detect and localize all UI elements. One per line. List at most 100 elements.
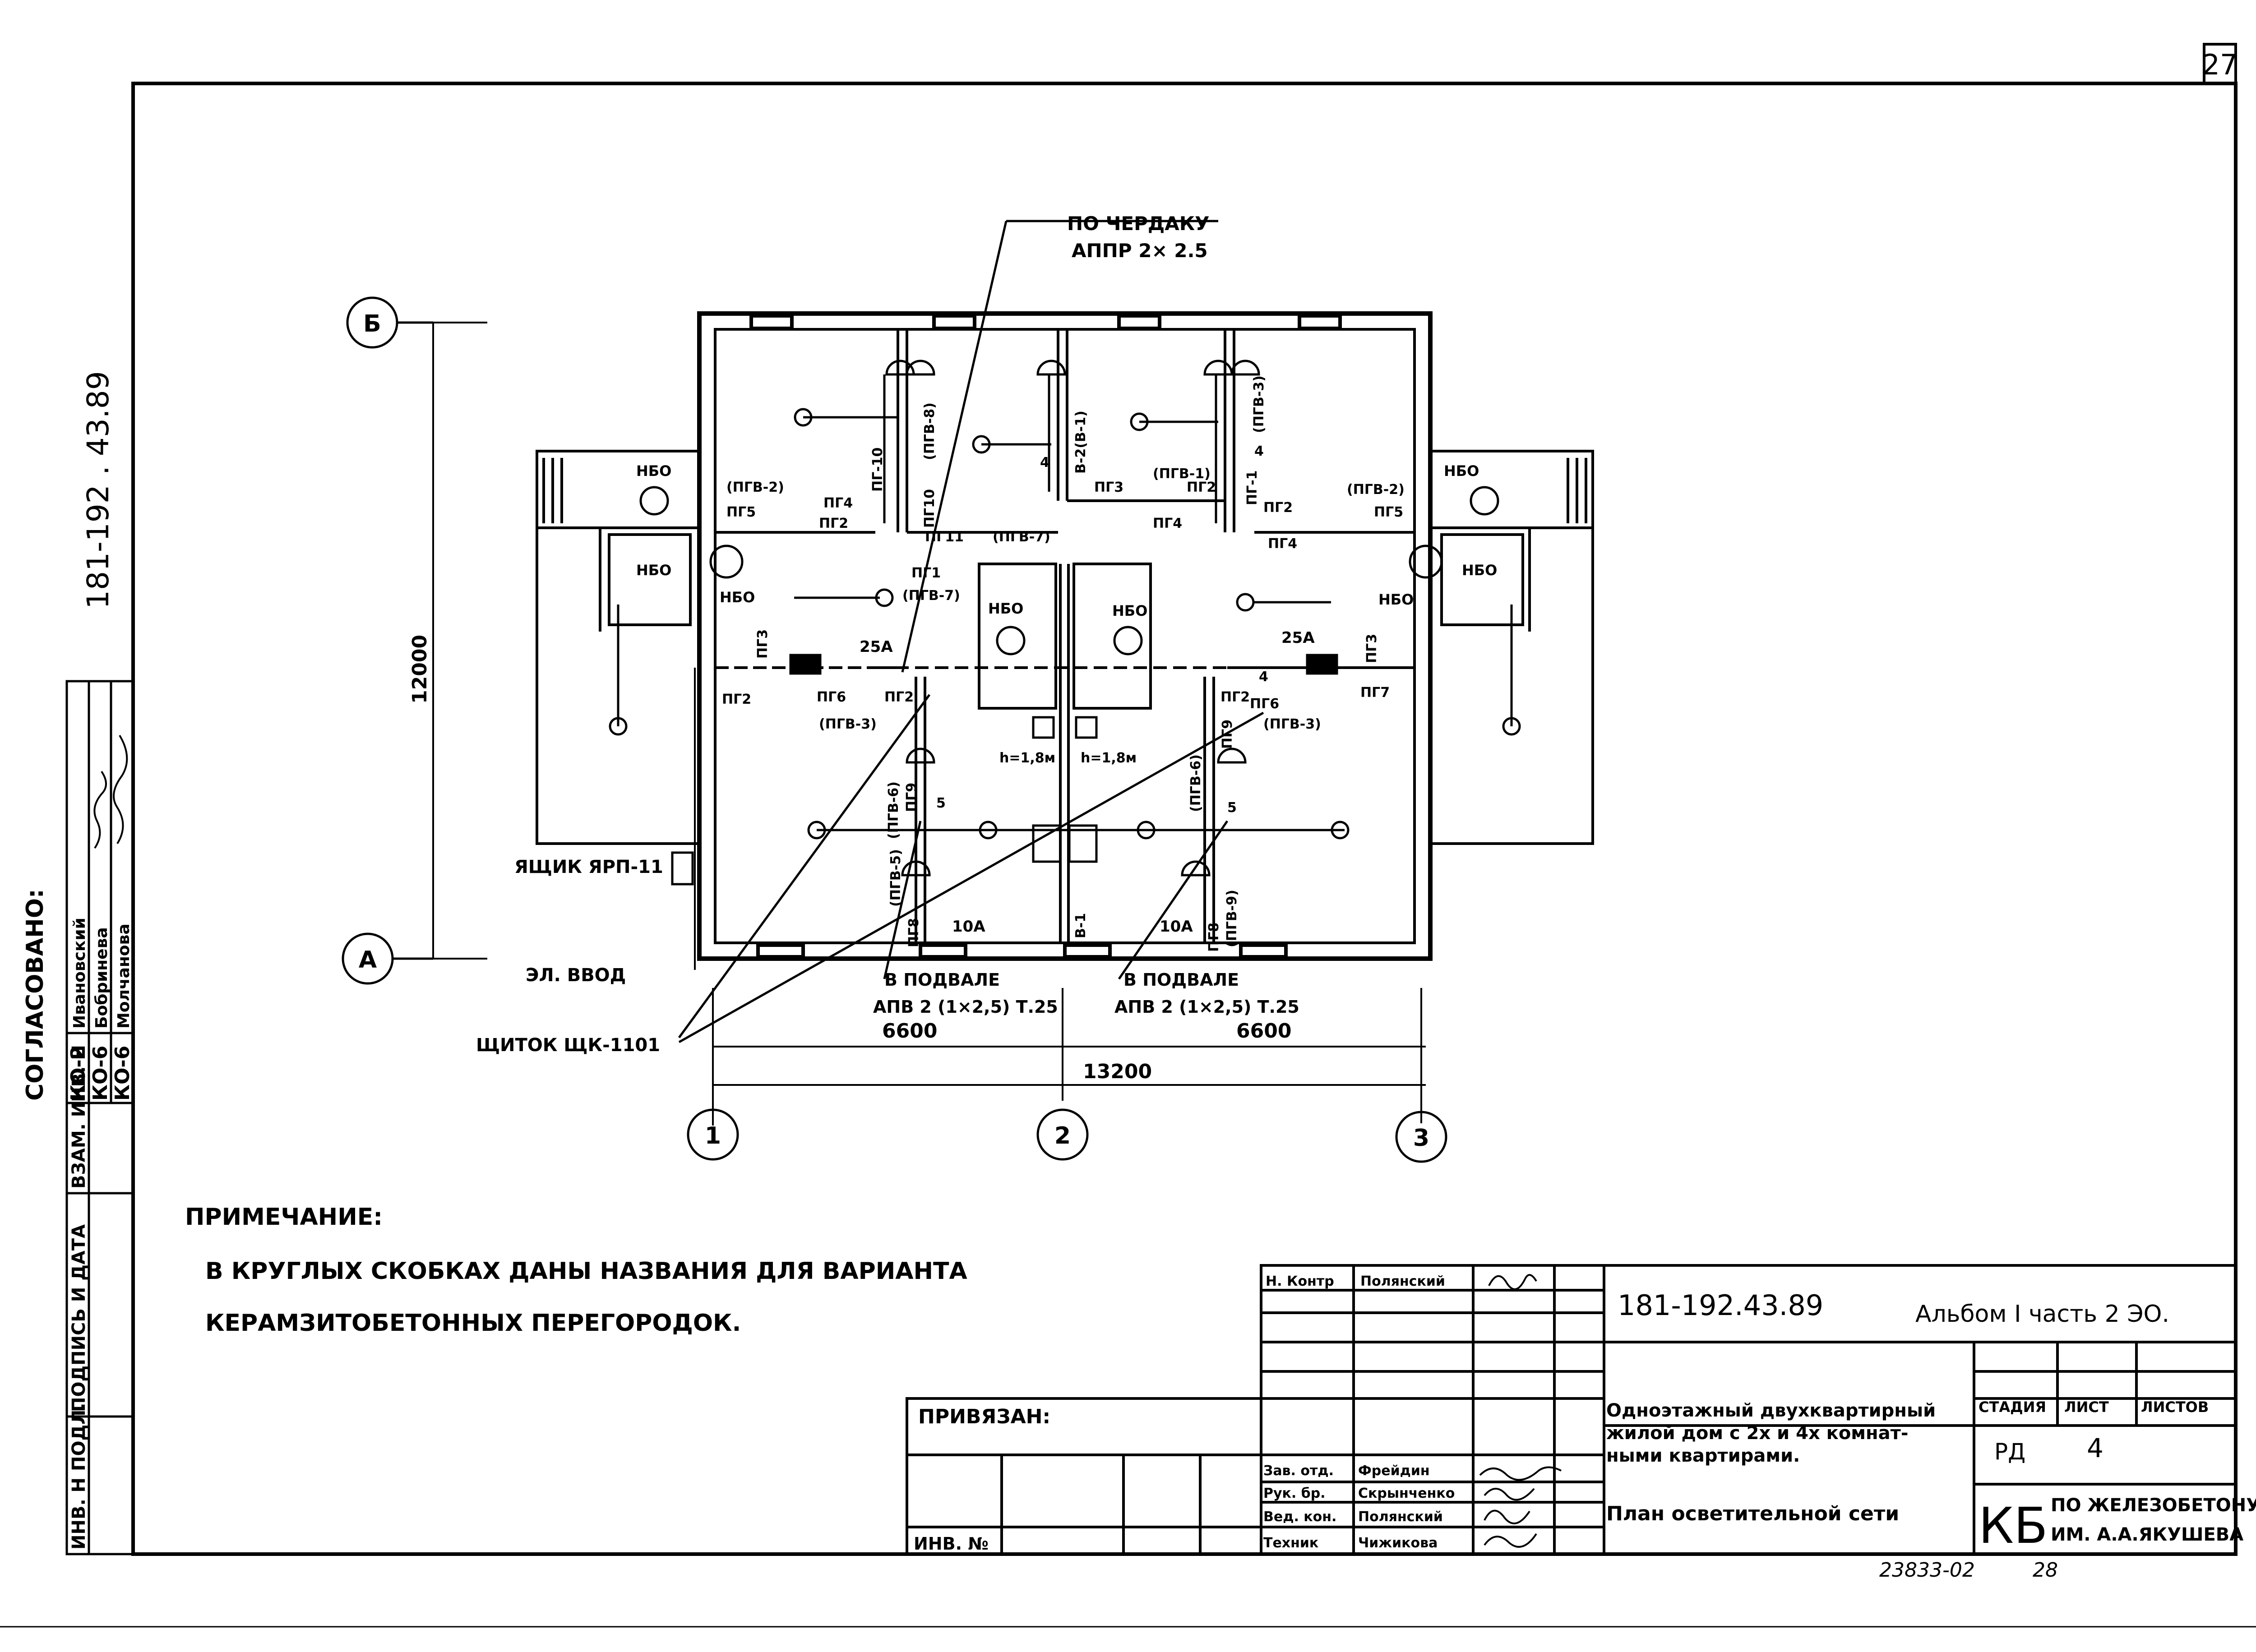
page-number: 27 [2202, 48, 2238, 81]
grp-pg10-v: ПГ-10 [870, 448, 886, 492]
grp-pg9-left: ПГ9 [904, 783, 920, 812]
lamp-nbo-8: НБО [1444, 462, 1479, 480]
grp-pg11-alt: (ПГВ-7) [993, 529, 1050, 545]
grp-pg2-right: ПГ2 [1263, 500, 1293, 516]
grp-num4-a: 4 [1040, 455, 1049, 471]
grp-pg3-right: ПГ3 [1364, 634, 1380, 663]
grp-pg2-mid-left: ПГ2 [884, 689, 914, 705]
approval-name-1: Ивановский [70, 918, 89, 1029]
stamp-inv-original: ИНВ. Н ПОДЛ. [69, 1403, 89, 1550]
porch-right [1429, 450, 1594, 845]
dim-total: 13200 [1083, 1060, 1152, 1083]
lamp-nbo-7: НБО [1462, 562, 1497, 579]
grp-pg11: ПГ11 [925, 529, 964, 545]
grp-pg10: ПГ10 [922, 489, 938, 528]
dim-height: 12000 [408, 635, 431, 704]
title-block-signatures [1479, 1274, 1562, 1548]
grp-pgv3-top: (ПГВ-3) [1251, 375, 1267, 433]
grp-pg10-alt: (ПГВ-8) [922, 402, 938, 460]
note-title: ПРИМЕЧАНИЕ: [185, 1204, 383, 1231]
lamp-nbo-6: НБО [1378, 591, 1414, 608]
grp-v1: В-1 [1073, 913, 1089, 938]
partitions [694, 329, 1415, 970]
note: ПРИМЕЧАНИЕ: В КРУГЛЫХ СКОБКАХ ДАНЫ НАЗВА… [185, 1204, 967, 1337]
privyazan-label: ПРИВЯЗАН: [918, 1405, 1050, 1428]
axis-2-label: 2 [1054, 1122, 1071, 1149]
sheet-title: План осветительной сети [1606, 1502, 1899, 1525]
basement-right-cable: АПВ 2 (1×2,5) Т.25 [1114, 997, 1299, 1017]
grp-pg4-left: ПГ4 [823, 495, 853, 511]
sheet-header: ЛИСТ [2064, 1398, 2109, 1416]
sig-role-1: Н. Контр [1266, 1274, 1334, 1289]
axis-bubbles [342, 296, 1447, 1163]
org-kb: КБ [1979, 1497, 2048, 1555]
h-mark-left: h=1,8м [999, 750, 1055, 766]
luminaires [609, 360, 1521, 877]
grp-pgv1: (ПГВ-1) [1153, 466, 1211, 482]
grp-pg8-left: ПГ8 [906, 918, 922, 947]
plan-labels: ПО ЧЕРДАКУ АППР 2× 2.5 Б А 1 2 3 12000 6… [359, 212, 1498, 1152]
attic-label: ПО ЧЕРДАКУ [1067, 212, 1210, 235]
basement-left-cable: АПВ 2 (1×2,5) Т.25 [873, 997, 1058, 1017]
grp-pg6-alt-right: (ПГВ-3) [1263, 716, 1321, 732]
sig-name-5: Чижикова [1358, 1535, 1438, 1551]
sig-name-3: Скрынченко [1358, 1486, 1455, 1501]
sig-role-2: Зав. отд. [1263, 1463, 1334, 1479]
grp-pg2-top: ПГ2 [1187, 480, 1216, 495]
note-line-1: В КРУГЛЫХ СКОБКАХ ДАНЫ НАЗВАНИЯ ДЛЯ ВАРИ… [205, 1258, 967, 1285]
grp-pg7: ПГ7 [1360, 685, 1390, 701]
porch-left [536, 450, 701, 845]
inv-no-label: ИНВ. № [914, 1534, 989, 1554]
grp-pg6-alt-left: (ПГВ-3) [819, 716, 877, 732]
approval-code-3: КО-6 [111, 1046, 134, 1101]
grp-v2: В-2(В-1) [1073, 411, 1089, 474]
grp-num4-b: 4 [1254, 443, 1264, 459]
dim-left: 6600 [882, 1020, 937, 1043]
sig-name-1: Полянский [1360, 1274, 1445, 1289]
wiring [617, 220, 1513, 1043]
floor-plan [342, 220, 1594, 1163]
grp-pgv2-right: (ПГВ-2) [1347, 482, 1405, 498]
panel-label: ЩИТОК ЩК-1101 [476, 1035, 660, 1056]
stage-value: РД [1994, 1439, 2025, 1465]
basement-right: В ПОДВАЛЕ [1123, 970, 1239, 990]
grp-pgv6-left: (ПГВ-6) [886, 781, 901, 839]
sig-role-3: Рук. бр. [1263, 1486, 1326, 1501]
approval-strip [65, 680, 134, 1555]
serial-page: 28 [2033, 1559, 2058, 1582]
grp-pgv6-right: (ПГВ-6) [1188, 754, 1204, 812]
grp-pg1-alt: (ПГВ-7) [902, 588, 960, 604]
sig-role-5: Техник [1263, 1535, 1318, 1551]
grp-pg2-mid-right: ПГ2 [1220, 689, 1250, 705]
grp-num5-a: 5 [936, 795, 946, 811]
lamp-nbo-1: НБО [636, 462, 671, 480]
lamp-nbo-4: НБО [988, 600, 1023, 617]
axis-a-label: А [359, 946, 377, 974]
grp-pg6-right: ПГ6 [1250, 696, 1279, 712]
breaker-10a-left: 10А [952, 918, 985, 936]
title-block-grid [906, 1264, 2237, 1555]
box-yarp [671, 851, 694, 886]
stamp-sign-date: ПОДПИСЬ И ДАТА [69, 1224, 89, 1412]
box-label: ЯЩИК ЯРП-11 [514, 857, 663, 877]
dim-right: 6600 [1236, 1020, 1291, 1043]
grp-pg4-right: ПГ4 [1268, 536, 1297, 552]
approval-signature-scribbles [93, 734, 128, 849]
entry-label: ЭЛ. ВВОД [526, 965, 626, 986]
grp-pgv9: (ПГВ-9) [1224, 890, 1240, 947]
sig-name-2: Фрейдин [1358, 1463, 1430, 1479]
object-line-1: Одноэтажный двухквартирный [1606, 1400, 1936, 1421]
grp-pg2-left: ПГ2 [819, 516, 848, 531]
object-line-3: ными квартирами. [1606, 1445, 1800, 1466]
breaker-10a-right: 10А [1160, 918, 1193, 936]
sheet-value: 4 [2087, 1433, 2103, 1463]
grp-pg9-right: ПГ9 [1220, 720, 1235, 749]
axis-1-label: 1 [705, 1122, 721, 1149]
lamp-nbo-5: НБО [1112, 602, 1147, 619]
lamp-nbo-3: НБО [720, 589, 755, 606]
org-line-1: ПО ЖЕЛЕЗОБЕТОНУ [2051, 1495, 2256, 1516]
grp-pg5-right: ПГ5 [1374, 504, 1403, 520]
doc-code: 181-192.43.89 [1618, 1289, 1823, 1322]
vertical-doc-code: 181-192 . 43.89 [81, 371, 116, 609]
